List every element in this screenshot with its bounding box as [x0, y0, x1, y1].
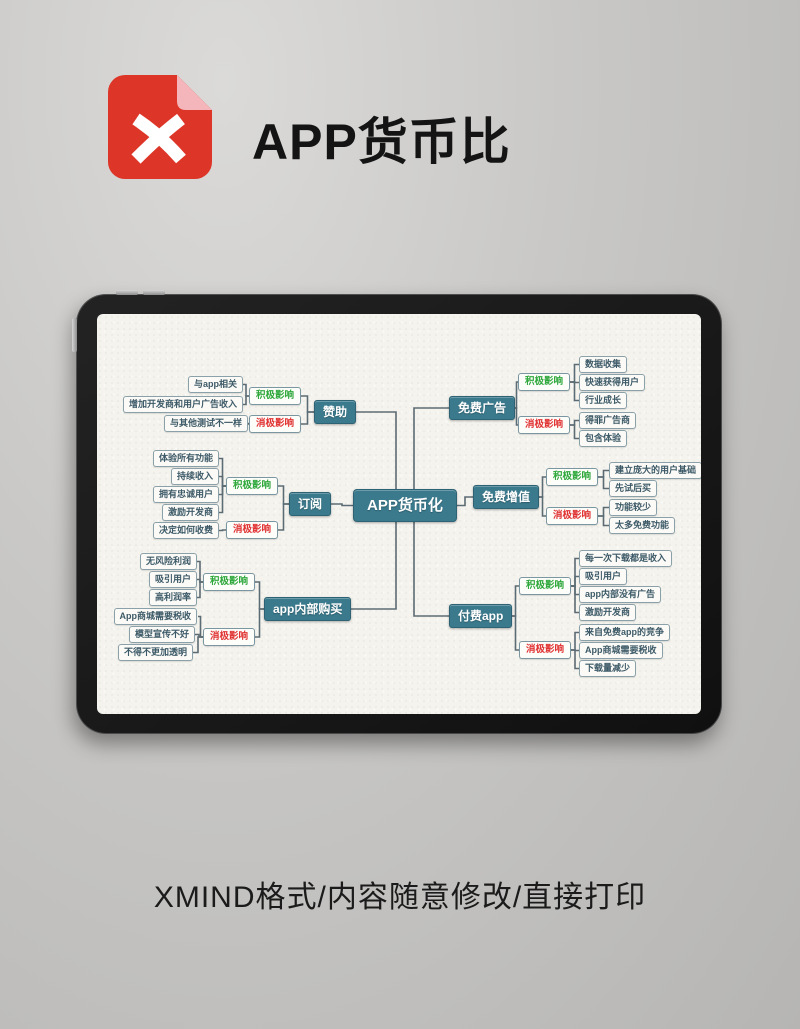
leaf-item: 来自免费app的竞争: [579, 624, 671, 641]
leaf-item: 功能较少: [609, 499, 658, 516]
leaf-item: 先试后买: [609, 480, 658, 497]
leaf-item: 不得不更加透明: [117, 644, 193, 661]
mindmap-canvas: APP货币化 赞助 订阅 app内部购买 免费广告 免费增值 付费app 积极影…: [97, 314, 701, 714]
tablet-volume-button: [143, 290, 165, 295]
leaf-item: 持续收入: [170, 468, 219, 485]
tablet-power-button: [72, 318, 77, 352]
leaf-item: 吸引用户: [148, 571, 197, 588]
leaf-item: 决定如何收费: [152, 522, 219, 539]
leaf-item: 拥有忠诚用户: [152, 486, 219, 503]
tablet-volume-button: [116, 290, 138, 295]
branch-paid-app: 付费app: [449, 604, 513, 628]
leaf-item: 包含体验: [579, 430, 628, 447]
leaf-item: 增加开发商和用户广告收入: [122, 396, 243, 413]
leaf-item: app内部没有广告: [579, 586, 662, 603]
tablet-frame: APP货币化 赞助 订阅 app内部购买 免费广告 免费增值 付费app 积极影…: [72, 290, 722, 734]
leaf-item: 体验所有功能: [152, 450, 219, 467]
leaf-item: 激励开发商: [579, 604, 637, 621]
leaf-item: 数据收集: [579, 356, 628, 373]
negative-impact-label: 消极影响: [249, 415, 302, 433]
leaf-item: App商城需要税收: [113, 608, 197, 625]
leaf-item: App商城需要税收: [579, 642, 663, 659]
negative-impact-label: 消极影响: [546, 507, 599, 525]
leaf-item: 无风险利润: [139, 553, 197, 570]
central-topic: APP货币化: [353, 489, 457, 522]
branch-subscription: 订阅: [289, 492, 332, 516]
negative-impact-label: 消极影响: [226, 521, 279, 539]
branch-in-app-purchase: app内部购买: [264, 597, 352, 621]
positive-impact-label: 积极影响: [519, 577, 572, 595]
positive-impact-label: 积极影响: [546, 468, 599, 486]
positive-impact-label: 积极影响: [249, 387, 302, 405]
leaf-item: 模型宣传不好: [128, 626, 195, 643]
negative-impact-label: 消极影响: [518, 416, 571, 434]
leaf-item: 激励开发商: [161, 504, 219, 521]
branch-sponsor: 赞助: [314, 400, 357, 424]
negative-impact-label: 消极影响: [203, 628, 256, 646]
leaf-item: 快速获得用户: [579, 374, 646, 391]
xmind-icon: [108, 75, 212, 179]
connector-lines: [193, 363, 609, 670]
leaf-item: 得罪广告商: [579, 412, 637, 429]
negative-impact-label: 消极影响: [519, 641, 572, 659]
leaf-item: 太多免费功能: [609, 517, 676, 534]
leaf-item: 与app相关: [187, 376, 243, 393]
footer-caption: XMIND格式/内容随意修改/直接打印: [153, 881, 647, 914]
positive-impact-label: 积极影响: [518, 373, 571, 391]
leaf-item: 建立庞大的用户基础: [609, 462, 701, 479]
leaf-item: 吸引用户: [579, 568, 628, 585]
leaf-item: 与其他测试不一样: [163, 415, 248, 432]
leaf-item: 每一次下载都是收入: [579, 550, 673, 567]
branch-free-ads: 免费广告: [449, 396, 516, 420]
leaf-item: 下载量减少: [579, 660, 637, 677]
page-title: APP货币比: [252, 114, 511, 170]
positive-impact-label: 积极影响: [203, 573, 256, 591]
branch-freemium: 免费增值: [473, 485, 540, 509]
positive-impact-label: 积极影响: [226, 477, 279, 495]
leaf-item: 行业成长: [579, 392, 628, 409]
leaf-item: 高利润率: [148, 589, 197, 606]
